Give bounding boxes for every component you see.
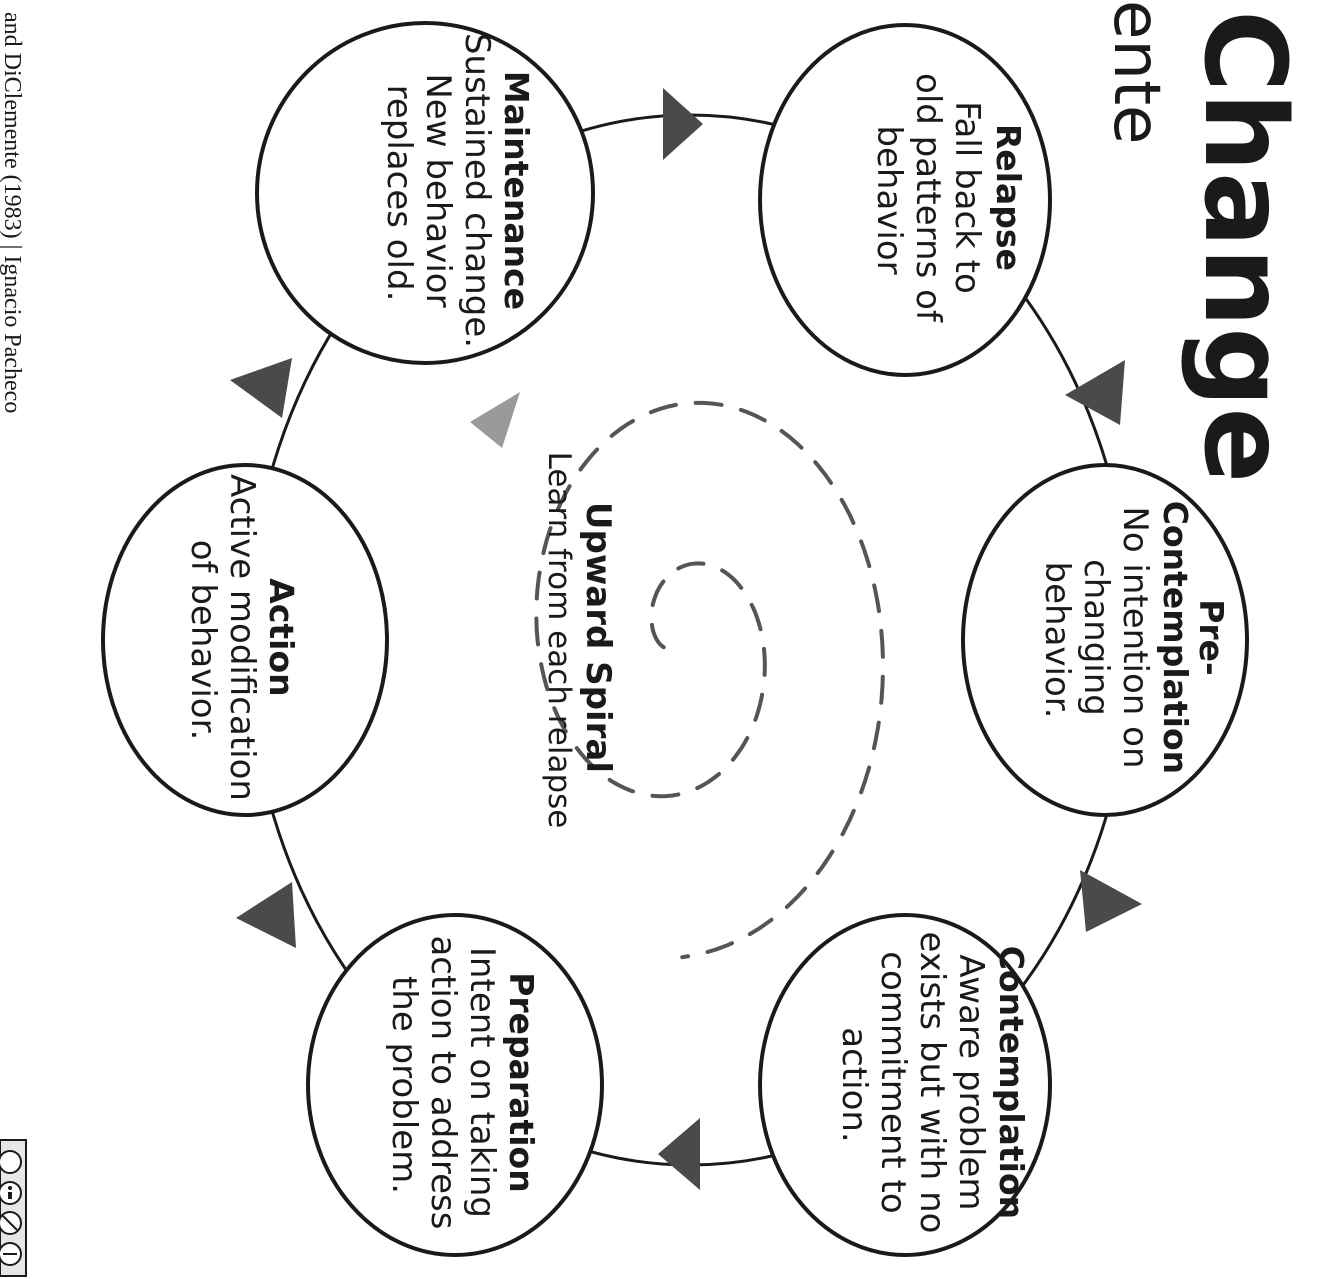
spiral-label: Upward Spiral Learn from each relapse: [541, 452, 618, 829]
stage-title: Relapse: [989, 124, 1028, 271]
stage-text: Preparation Intent on taking action to a…: [384, 935, 541, 1234]
flow-arrow: [236, 882, 296, 948]
stage-desc-line: behavior: [869, 125, 909, 274]
flow-arrow: [1080, 870, 1142, 932]
stage-circle: [306, 913, 604, 1257]
spiral-title: Upward Spiral: [578, 502, 618, 773]
stage-preparation: Preparation Intent on taking action to a…: [306, 913, 604, 1257]
stage-desc-line: action.: [834, 1027, 874, 1142]
flow-arrow: [658, 1118, 700, 1190]
stage-desc-line: action to address: [423, 935, 463, 1229]
stage-circle: [255, 21, 595, 365]
spiral-arrowhead: [470, 392, 520, 448]
stage-title: Contemplation: [992, 946, 1031, 1219]
stage-desc-line: commitment to: [873, 951, 913, 1213]
stage-pre-contemplation: Pre- Contemplation No intention on chang…: [961, 463, 1249, 817]
stage-desc-line: replaces old.: [379, 85, 419, 302]
flow-arrow: [663, 88, 703, 160]
stage-desc-line: behavior.: [1037, 562, 1077, 719]
stage-title: Preparation: [502, 972, 541, 1193]
circle-icon: [0, 1150, 22, 1174]
stage-desc-line: Fall back to: [947, 101, 987, 294]
stage-title: Action: [262, 578, 301, 696]
stage-desc-line: New behavior: [418, 73, 458, 307]
stage-desc-line: No intention on: [1115, 506, 1155, 768]
flow-arrow: [230, 358, 292, 418]
stage-title: Maintenance: [497, 71, 536, 310]
stage-title: Contemplation: [1156, 501, 1195, 774]
no-commercial-icon: [0, 1211, 22, 1235]
credit-line: and DiClemente (1983) | Ignacio Pacheco: [0, 12, 25, 413]
spiral-path: [534, 400, 886, 960]
stage-desc-line: Intent on taking: [462, 947, 502, 1218]
stage-text: Action Active modification of behavior.: [183, 474, 301, 806]
stage-contemplation: Contemplation Aware problem exists but w…: [758, 913, 1052, 1257]
stage-action: Action Active modification of behavior.: [101, 463, 389, 817]
stage-desc-line: Sustained change.: [457, 33, 497, 348]
stage-circle: [961, 463, 1249, 817]
license-badge: [0, 1139, 27, 1277]
page-title: Change: [1179, 10, 1309, 483]
stage-desc-line: the problem.: [384, 976, 424, 1194]
stage-desc-line: exists but with no: [912, 931, 952, 1233]
stage-maintenance: Maintenance Sustained change. New behavi…: [255, 21, 595, 365]
stage-circle: [758, 23, 1052, 377]
stage-text: Relapse Fall back to old patterns of beh…: [869, 73, 1028, 327]
stage-circle: [101, 463, 389, 817]
no-derivatives-icon: [0, 1242, 22, 1266]
info-icon: [0, 1181, 22, 1205]
flow-arrow: [1065, 360, 1125, 425]
stage-text: Maintenance Sustained change. New behavi…: [379, 33, 536, 353]
stage-circle: [758, 913, 1052, 1257]
stage-text: Contemplation Aware problem exists but w…: [834, 931, 1031, 1238]
spiral-subtitle: Learn from each relapse: [541, 452, 577, 829]
stage-desc-line: of behavior.: [183, 540, 223, 741]
stage-title: Pre-: [1192, 599, 1231, 676]
stage-desc-line: Active modification: [222, 474, 262, 801]
upward-spiral: [470, 392, 886, 960]
page-subtitle: ente: [1099, 0, 1173, 144]
cycle-arrows: [230, 88, 1142, 1190]
stage-desc-line: old patterns of: [908, 73, 948, 323]
stage-desc-line: changing: [1076, 559, 1116, 716]
stage-text: Pre- Contemplation No intention on chang…: [1037, 501, 1231, 779]
stage-relapse: Relapse Fall back to old patterns of beh…: [758, 23, 1052, 377]
stage-desc-line: Aware problem: [951, 954, 991, 1210]
